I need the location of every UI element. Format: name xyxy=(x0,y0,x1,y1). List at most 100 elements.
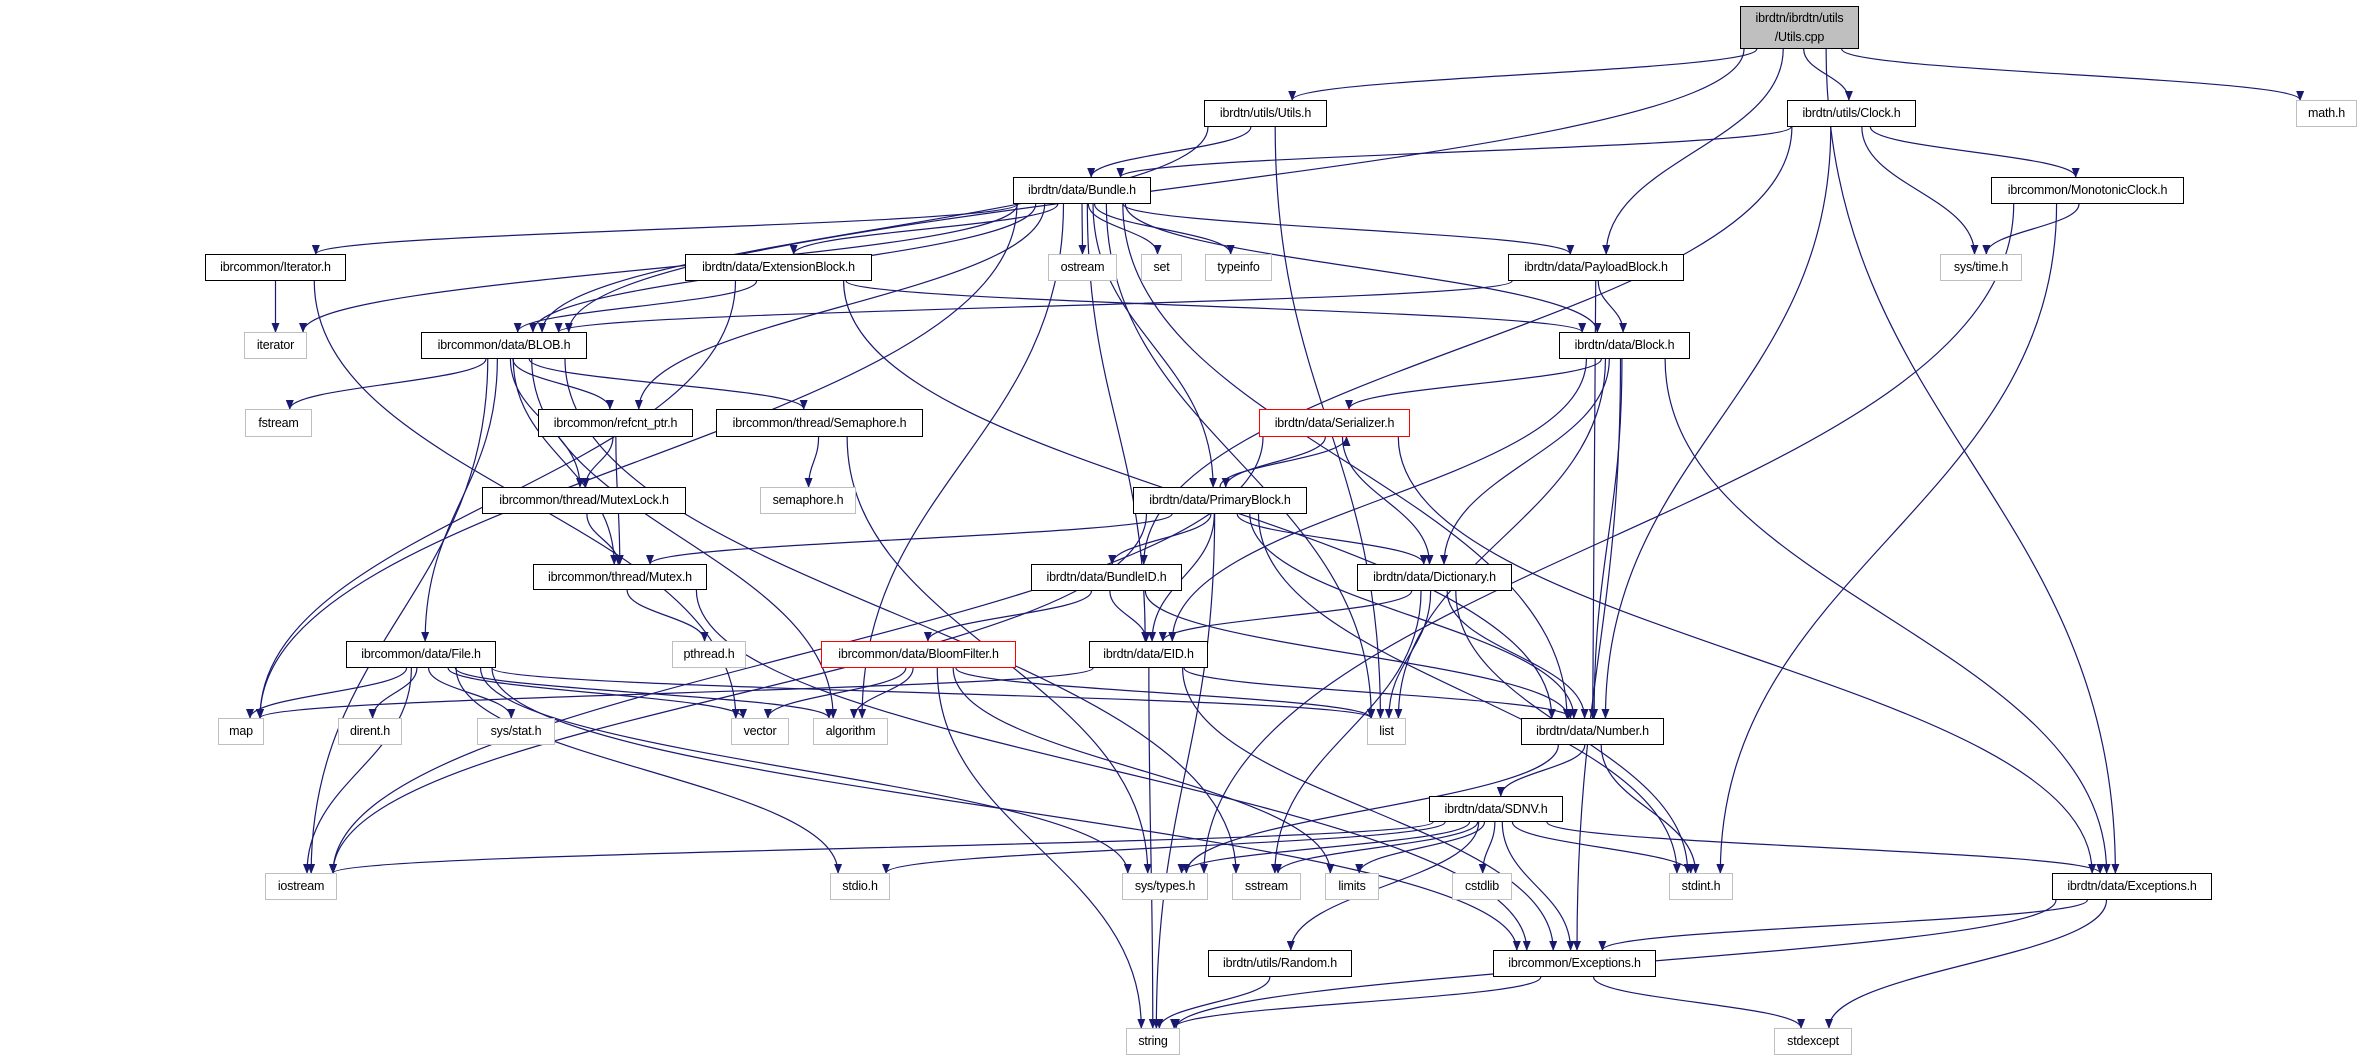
node-mutexlock-h[interactable]: ibrcommon/thread/MutexLock.h xyxy=(482,487,686,514)
edge-clock-h-to-systime-h xyxy=(1861,126,1979,255)
edge-bundle-h-to-algorithm xyxy=(858,203,1065,719)
edge-bundle-h-to-primary-h xyxy=(1092,203,1218,488)
edge-clock-h-to-bundle-h xyxy=(1116,126,1792,178)
edge-clock-h-to-monoclock-h xyxy=(1869,126,2080,178)
edge-file-h-to-iostream xyxy=(303,667,412,874)
edge-bloom-h-to-vector xyxy=(763,667,907,719)
node-utils-h[interactable]: ibrdtn/utils/Utils.h xyxy=(1204,100,1327,127)
edge-bundle-h-to-list xyxy=(1105,203,1376,719)
edge-bundle-h-to-extblock-h xyxy=(789,203,1059,255)
edge-bundle-h-to-refcnt-h xyxy=(634,203,1046,410)
edge-bundle-h-to-block-h xyxy=(1124,203,1602,333)
edge-eid-h-to-cexceptions-h xyxy=(1181,667,1558,951)
edge-utils-cpp-to-payload-h xyxy=(1602,48,1784,255)
node-bloom-h[interactable]: ibrcommon/data/BloomFilter.h xyxy=(821,641,1016,668)
node-sstream: sstream xyxy=(1232,873,1301,900)
node-iostream: iostream xyxy=(265,873,337,900)
edge-sdnv-h-to-cstdlib xyxy=(1478,821,1496,874)
edge-bloom-h-to-list xyxy=(955,667,1375,719)
edge-clock-h-to-number-h xyxy=(1601,126,1832,719)
edge-dictionary-h-to-list xyxy=(1384,590,1432,719)
node-sdnv-h[interactable]: ibrdtn/data/SDNV.h xyxy=(1429,796,1563,822)
edge-payload-h-to-blob-h xyxy=(554,280,1513,333)
node-stdexcept: stdexcept xyxy=(1774,1028,1852,1055)
node-dirent-h: dirent.h xyxy=(338,718,402,745)
node-extblock-h[interactable]: ibrdtn/data/ExtensionBlock.h xyxy=(685,254,872,281)
node-dexceptions-h[interactable]: ibrdtn/data/Exceptions.h xyxy=(2052,873,2212,900)
node-algorithm: algorithm xyxy=(813,718,888,745)
edge-extblock-h-to-blob-h xyxy=(513,280,758,333)
node-stdint-h: stdint.h xyxy=(1669,873,1733,900)
edge-serializer-h-to-dexceptions-h xyxy=(1397,436,2097,874)
edge-monoclock-h-to-stdint-h xyxy=(1716,203,2058,874)
node-pthread-h: pthread.h xyxy=(672,641,746,668)
edge-file-h-to-list xyxy=(491,667,1375,719)
node-semaphore-h: semaphore.h xyxy=(760,487,856,514)
node-blob-h[interactable]: ibrcommon/data/BLOB.h xyxy=(421,332,587,359)
node-limits: limits xyxy=(1325,873,1379,900)
edge-block-h-to-list xyxy=(1394,358,1607,719)
edge-bundleid-h-to-eid-h xyxy=(1109,590,1151,642)
edge-bundleid-h-to-bloom-h xyxy=(923,590,1093,642)
node-primary-h[interactable]: ibrdtn/data/PrimaryBlock.h xyxy=(1133,487,1307,514)
edge-monoclock-h-to-systime-h xyxy=(1982,203,2080,255)
edge-primary-h-to-bundleid-h xyxy=(1108,513,1212,565)
edge-blob-h-to-refcnt-h xyxy=(512,358,614,410)
edge-utils-h-to-blob-h xyxy=(538,126,1209,333)
node-monoclock-h[interactable]: ibrcommon/MonotonicClock.h xyxy=(1991,177,2184,204)
node-math-h: math.h xyxy=(2296,100,2357,127)
node-dictionary-h[interactable]: ibrdtn/data/Dictionary.h xyxy=(1357,564,1512,591)
node-block-h[interactable]: ibrdtn/data/Block.h xyxy=(1559,332,1690,359)
edge-file-h-to-sysstat-h xyxy=(428,667,516,719)
node-iterator: iterator xyxy=(244,332,307,359)
edge-cexceptions-h-to-stdexcept xyxy=(1592,976,1805,1029)
edge-bundleid-h-to-number-h xyxy=(1144,590,1573,719)
edge-payload-h-to-block-h xyxy=(1597,280,1628,333)
edge-number-h-to-systypes-h xyxy=(1182,744,1559,874)
edge-file-h-to-algorithm xyxy=(454,667,833,719)
node-bundle-h[interactable]: ibrdtn/data/Bundle.h xyxy=(1013,177,1151,204)
edge-clock-h-to-bundleid-h xyxy=(1139,126,1793,565)
edge-block-h-to-cexceptions-h xyxy=(1573,358,1622,951)
node-systypes-h: sys/types.h xyxy=(1122,873,1208,900)
edge-blob-h-to-sstream xyxy=(564,358,1240,874)
edge-bundle-h-to-set xyxy=(1087,203,1162,255)
node-cstdlib: cstdlib xyxy=(1452,873,1512,900)
edge-bundle-h-to-iterator xyxy=(299,203,1019,333)
node-payload-h[interactable]: ibrdtn/data/PayloadBlock.h xyxy=(1508,254,1684,281)
edge-sdnv-h-to-systypes-h xyxy=(1177,821,1471,874)
edge-primary-h-to-mutex-h xyxy=(646,513,1173,565)
node-random-h[interactable]: ibrdtn/utils/Random.h xyxy=(1208,950,1352,977)
node-bundleid-h[interactable]: ibrdtn/data/BundleID.h xyxy=(1031,564,1182,591)
node-vector: vector xyxy=(731,718,789,745)
edge-bundle-h-to-typeinfo xyxy=(1093,203,1235,255)
node-mutex-h[interactable]: ibrcommon/thread/Mutex.h xyxy=(533,564,707,590)
node-serializer-h[interactable]: ibrdtn/data/Serializer.h xyxy=(1259,409,1410,437)
edge-utils-cpp-to-utils-h xyxy=(1288,48,1758,101)
edge-refcnt-h-to-mutexlock-h xyxy=(581,436,614,488)
edge-utils-cpp-to-math-h xyxy=(1841,48,2304,101)
edge-sdnv-h-to-dexceptions-h xyxy=(1546,821,2104,874)
edge-mutex-h-to-pthread-h xyxy=(626,589,709,642)
edge-primary-h-to-eid-h xyxy=(1148,513,1215,642)
edge-block-h-to-dexceptions-h xyxy=(1664,358,2111,874)
node-clock-h[interactable]: ibrdtn/utils/Clock.h xyxy=(1787,100,1916,127)
edge-primary-h-to-string xyxy=(1152,513,1216,1029)
node-utils-cpp[interactable]: ibrdtn/ibrdtn/utils /Utils.cpp xyxy=(1740,6,1859,49)
node-number-h[interactable]: ibrdtn/data/Number.h xyxy=(1521,718,1664,745)
edge-bundle-h-to-number-h xyxy=(1122,203,1571,719)
node-semaphore-hdr[interactable]: ibrcommon/thread/Semaphore.h xyxy=(716,409,923,437)
edge-file-h-to-map xyxy=(246,667,408,719)
edge-block-h-to-serializer-h xyxy=(1345,358,1602,410)
node-cexceptions-h[interactable]: ibrcommon/Exceptions.h xyxy=(1493,950,1656,977)
edge-dexceptions-h-to-stdexcept xyxy=(1824,899,2108,1029)
edge-sdnv-h-to-cexceptions-h xyxy=(1501,821,1575,951)
node-iterator-hdr[interactable]: ibrcommon/Iterator.h xyxy=(205,254,346,281)
node-eid-h[interactable]: ibrdtn/data/EID.h xyxy=(1089,641,1208,668)
node-list: list xyxy=(1367,718,1406,745)
edge-block-h-to-dictionary-h xyxy=(1440,358,1610,565)
node-file-h[interactable]: ibrcommon/data/File.h xyxy=(346,641,496,668)
node-sysstat-h: sys/stat.h xyxy=(477,718,555,745)
node-refcnt-h[interactable]: ibrcommon/refcnt_ptr.h xyxy=(538,409,693,437)
